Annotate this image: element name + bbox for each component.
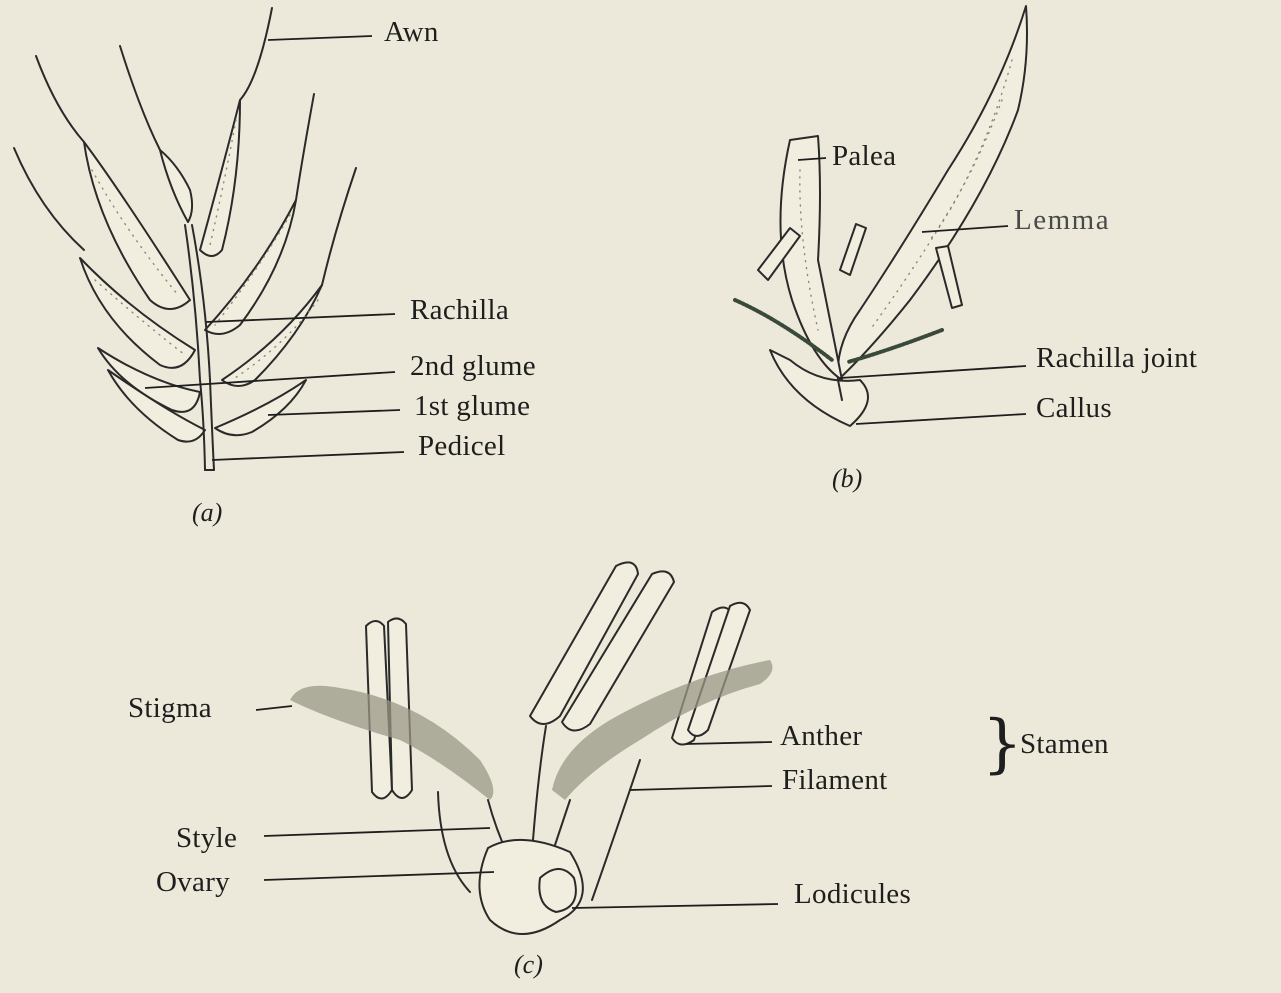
floret-b-drawing [735,6,1027,426]
label-awn: Awn [384,18,439,47]
label-lemma: Lemma [1014,206,1110,235]
spikelet-a-drawing [14,8,404,470]
label-stigma: Stigma [128,694,212,723]
label-callus: Callus [1036,394,1112,423]
label-style: Style [176,824,237,853]
stamen-brace: } [982,712,1023,776]
caption-c: (c) [514,952,543,978]
label-rachilla: Rachilla [410,296,509,325]
label-stamen: Stamen [1020,730,1109,759]
label-rachilla-joint: Rachilla joint [1036,344,1197,373]
label-ovary: Ovary [156,868,230,897]
caption-b: (b) [832,466,862,492]
label-filament: Filament [782,766,888,795]
label-palea: Palea [832,142,896,171]
caption-a: (a) [192,500,222,526]
flower-c-drawing [256,562,778,934]
label-lodicules: Lodicules [794,880,911,909]
label-pedicel: Pedicel [418,432,505,461]
label-2nd-glume: 2nd glume [410,352,536,381]
label-anther: Anther [780,722,862,751]
label-1st-glume: 1st glume [414,392,530,421]
